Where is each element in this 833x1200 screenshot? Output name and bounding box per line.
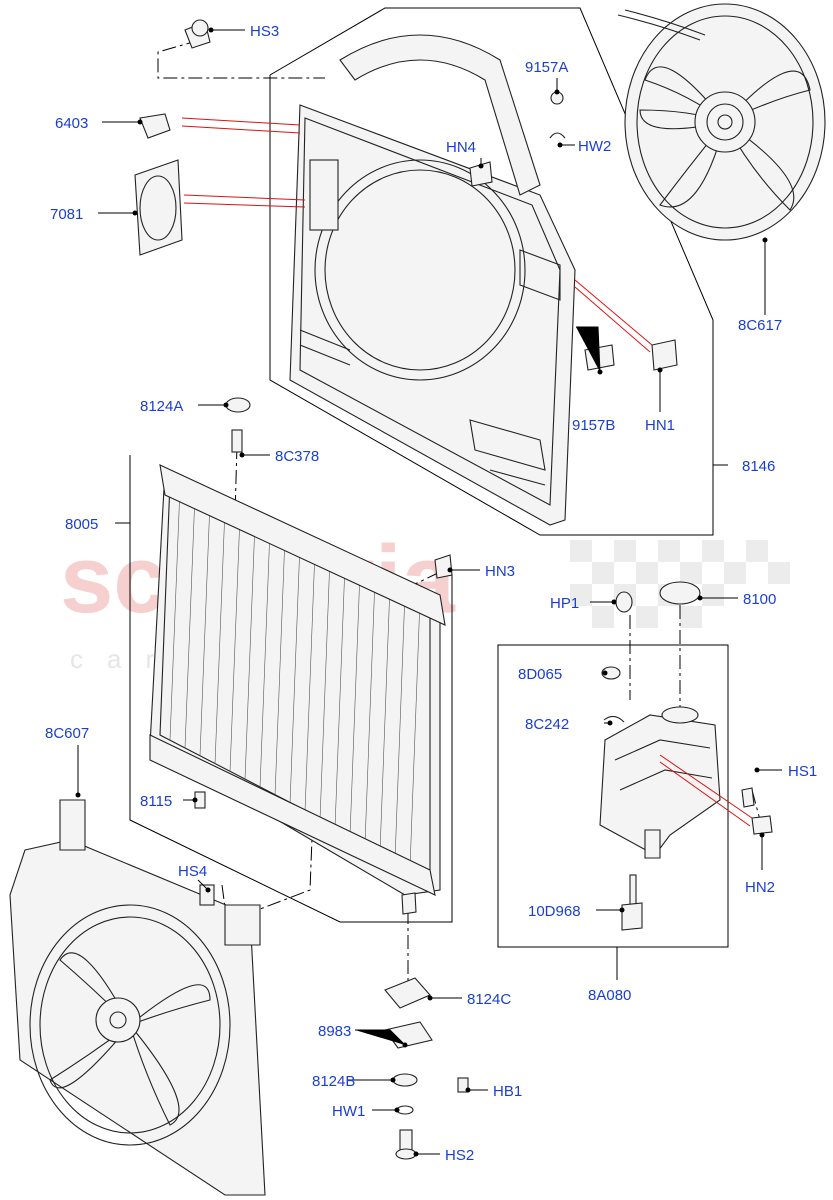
label-8124a: 8124A xyxy=(140,398,183,415)
radiator-group-outline xyxy=(129,455,453,923)
expansion-tank-group-outline xyxy=(497,644,729,948)
label-8115: 8115 xyxy=(140,793,172,810)
label-8c607: 8C607 xyxy=(45,725,89,742)
label-hs2: HS2 xyxy=(445,1147,474,1164)
label-8a080: 8A080 xyxy=(588,987,631,1004)
label-8983: 8983 xyxy=(318,1023,351,1040)
label-hn1: HN1 xyxy=(645,417,675,434)
label-hn4: HN4 xyxy=(446,139,476,156)
callout-labels: HS3 9157A 6403 HN4 HW2 7081 8C617 8124A … xyxy=(45,23,817,1164)
label-hw1: HW1 xyxy=(332,1103,365,1120)
label-hw2: HW2 xyxy=(578,138,611,155)
small-parts xyxy=(134,19,773,1160)
label-9157a: 9157A xyxy=(525,59,568,76)
label-hn3: HN3 xyxy=(485,563,515,580)
label-hs1: HS1 xyxy=(788,763,817,780)
label-hb1: HB1 xyxy=(493,1083,522,1100)
label-8005: 8005 xyxy=(65,516,98,533)
label-hs4: HS4 xyxy=(178,863,207,880)
label-8100: 8100 xyxy=(743,591,776,608)
label-hp1: HP1 xyxy=(550,595,579,612)
label-7081: 7081 xyxy=(50,206,83,223)
upper-fan-assembly xyxy=(617,3,826,241)
reference-lines xyxy=(181,117,753,827)
label-hs3: HS3 xyxy=(250,23,279,40)
label-8124c: 8124C xyxy=(467,991,511,1008)
label-8c617: 8C617 xyxy=(738,317,782,334)
leader-dots xyxy=(75,27,768,1157)
fan-shroud xyxy=(289,34,576,526)
label-8c242: 8C242 xyxy=(525,716,569,733)
label-9157b: 9157B xyxy=(572,417,615,434)
label-10d968: 10D968 xyxy=(528,903,581,920)
label-hn2: HN2 xyxy=(745,879,775,896)
lower-fan-assembly xyxy=(9,799,266,1196)
expansion-tank xyxy=(599,706,721,859)
label-8146: 8146 xyxy=(742,458,775,475)
label-8c378: 8C378 xyxy=(275,448,319,465)
label-6403: 6403 xyxy=(55,115,88,132)
radiator xyxy=(149,464,446,896)
label-8d065: 8D065 xyxy=(518,666,562,683)
label-8124b: 8124B xyxy=(312,1073,355,1090)
